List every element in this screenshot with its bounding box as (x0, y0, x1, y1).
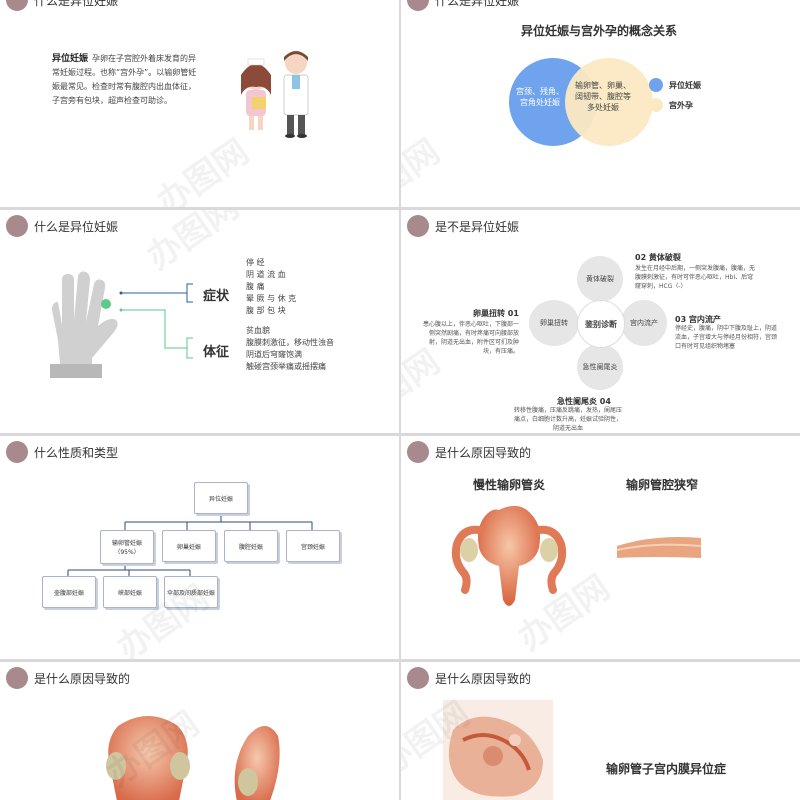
symptom-item: 晕 厥 与 休 克 (246, 294, 297, 303)
card-1-title: 卵巢扭转 01 (473, 309, 519, 318)
card-2-title: 02 黄体破裂 (635, 253, 681, 262)
symptom-label: 症状 (203, 289, 230, 304)
tree-node-isthmic: 峡部妊娠 (103, 576, 157, 608)
legend-swatch (649, 98, 663, 112)
endometriosis-anatomy-image (443, 700, 553, 800)
petal-bottom: 急性阑尾炎 (577, 344, 623, 390)
symptom-item: 腹 痛 (246, 282, 265, 291)
inflamed-uterus-image (451, 505, 567, 606)
tree-node-ovarian: 卵巢妊娠 (162, 530, 216, 562)
card-4-text: 转移性腹痛，压痛反跳痛，发热，阑尾压痛点，白细胞计数升高，妊娠试验阴性，阴道无出… (513, 407, 622, 432)
tree-node-fimbrial: 伞部及间质部妊娠 (164, 576, 218, 608)
header-dot (6, 0, 28, 11)
hand-pill-illustration (50, 271, 118, 378)
slide-3[interactable]: 什么是异位妊娠 症状 停 经 阴 道 流 血 腹 痛 晕 厥 与 休 克 腹 部… (0, 210, 399, 433)
connector-lines (119, 283, 193, 359)
tree-node-cervical: 宫颈妊娠 (286, 530, 340, 562)
definition-term: 异位妊娠 (52, 54, 89, 64)
sign-list: 贫血貌 腹膜刺激征，移动性浊音 阴道后穹窿饱满 触碰宫颈举痛或摇摆痛 (246, 325, 334, 373)
slide-header: 是什么原因导致的 (407, 667, 531, 689)
slide-5[interactable]: 什么性质和类型 异位妊娠 输卵管妊娠（95%） 卵巢妊娠 腹腔妊娠 宫颈妊娠 壶… (0, 436, 399, 659)
slide-1[interactable]: 什么是异位妊娠 异位妊娠孕卵在子宫腔外着床发育的异常妊娠过程。也称“宫外孕”。以… (0, 0, 399, 207)
slide-header: 是不是异位妊娠 (407, 215, 519, 237)
legend-item: 异位妊娠 (649, 78, 701, 92)
left-caption: 慢性输卵管炎 (473, 478, 546, 492)
cream-circle (565, 58, 653, 146)
tree-node-tubal: 输卵管妊娠（95%） (100, 530, 154, 564)
slide-6[interactable]: 是什么原因导致的 慢性输卵管炎 输卵管腔狭窄 办图网 (401, 436, 800, 659)
card-3-title: 03 宫内流产 (675, 315, 721, 324)
header-dot (407, 0, 429, 11)
slide-header: 是什么原因导致的 (6, 667, 130, 689)
slide-2[interactable]: 什么是异位妊娠 异位妊娠与宫外孕的概念关系 宫颈、残角、宫角处妊娠 输卵管、卵巢… (401, 0, 800, 207)
card-4-title: 急性阑尾炎 04 (557, 397, 611, 406)
slide-title: 什么是异位妊娠 (34, 219, 119, 234)
center-circle: 鉴别诊断 (577, 300, 625, 348)
watermark: 办图网 (139, 210, 247, 279)
sign-item: 腹膜刺激征，移动性浊音 (246, 338, 334, 347)
tree-node-abdominal: 腹腔妊娠 (224, 530, 278, 562)
uterus-anatomy-images (106, 716, 280, 800)
slide-header: 什么是异位妊娠 (6, 0, 118, 11)
definition-text: 异位妊娠孕卵在子宫腔外着床发育的异常妊娠过程。也称“宫外孕”。以输卵管妊娠最常见… (52, 52, 202, 108)
tree-root: 异位妊娠 (194, 482, 248, 514)
sign-item: 阴道后穹窿饱满 (246, 350, 302, 359)
slide-8[interactable]: 是什么原因导致的 输卵管子宫内膜异位症 办图网 (401, 662, 800, 800)
symptom-item: 阴 道 流 血 (246, 270, 286, 279)
definition-body: 孕卵在子宫腔外着床发育的异常妊娠过程。也称“宫外孕”。以输卵管妊娠最常见。检查时… (52, 54, 197, 105)
petal-top: 黄体破裂 (577, 256, 623, 302)
header-dot (407, 215, 429, 237)
tree-connectors (67, 514, 313, 576)
overlap-text: 输卵管、卵巢、阔韧带、腹腔等多处妊娠 (575, 81, 631, 112)
slide-title: 什么是异位妊娠 (435, 0, 520, 8)
card-1-text: 患心腹以上，伴恶心呕吐，下腹部一侧突然剧痛，有时疼痛可向腰部放射，阴道无出血，附… (423, 321, 520, 355)
header-dot (407, 441, 429, 463)
sign-item: 触碰宫颈举痛或摇摆痛 (246, 362, 326, 371)
card-3-text: 停经史，腹痛，阴中下腹及耻上，阴道流血，子宫增大与停经月份相符，宫颈口有时可见组… (675, 325, 778, 350)
petal-left: 卵巢扭转 (529, 300, 579, 346)
header-dot (6, 441, 28, 463)
header-dot (407, 667, 429, 689)
narrow-tube-image (616, 537, 702, 558)
card-2-text: 发生在月经中后期，一侧突发腹痛，腹痛，无腹膜刺激征，有时可伴恶心呕吐，HbⅠ、后… (635, 265, 756, 290)
legend-label: 异位妊娠 (669, 80, 701, 90)
slide-4[interactable]: 是不是异位妊娠 黄体破裂 宫内流产 急性阑尾炎 卵巢扭转 鉴别诊断 卵巢扭转 0… (401, 210, 800, 433)
slide-title: 什么是异位妊娠 (34, 0, 119, 8)
legend: 异位妊娠 宫外孕 (649, 78, 701, 112)
header-dot (6, 215, 28, 237)
slide-header: 什么是异位妊娠 (6, 215, 118, 237)
nurse-doctor-illustration (241, 51, 309, 138)
legend-swatch (649, 78, 663, 92)
slide-title: 是什么原因导致的 (435, 445, 532, 460)
slide-7[interactable]: 是什么原因导致的 办图网 (0, 662, 399, 800)
watermark: 办图网 (401, 131, 448, 207)
blue-circle-text: 宫颈、残角、宫角处妊娠 (516, 87, 564, 107)
slide-header: 是什么原因导致的 (407, 441, 531, 463)
tree-node-ampullary: 壶腹部妊娠 (42, 576, 96, 608)
symptom-list: 停 经 阴 道 流 血 腹 痛 晕 厥 与 休 克 腹 部 包 块 (246, 257, 296, 317)
endometriosis-title: 输卵管子宫内膜异位症 (606, 762, 727, 776)
header-dot (6, 667, 28, 689)
slide-title: 是什么原因导致的 (435, 671, 532, 686)
slide-header: 什么性质和类型 (6, 441, 118, 463)
concept-title: 异位妊娠与宫外孕的概念关系 (521, 24, 678, 38)
sign-label: 体征 (203, 345, 230, 360)
legend-label: 宫外孕 (669, 100, 693, 110)
petal-right: 宫内流产 (621, 300, 667, 346)
sign-item: 贫血貌 (246, 326, 270, 335)
symptom-item: 腹 部 包 块 (246, 306, 286, 315)
slide-title: 什么性质和类型 (34, 445, 119, 460)
slide-title: 是什么原因导致的 (34, 671, 131, 686)
right-caption: 输卵管腔狭窄 (626, 478, 699, 492)
legend-item: 宫外孕 (649, 98, 701, 112)
slide-title: 是不是异位妊娠 (435, 219, 520, 234)
slide-header: 什么是异位妊娠 (407, 0, 519, 11)
symptom-item: 停 经 (246, 258, 265, 267)
